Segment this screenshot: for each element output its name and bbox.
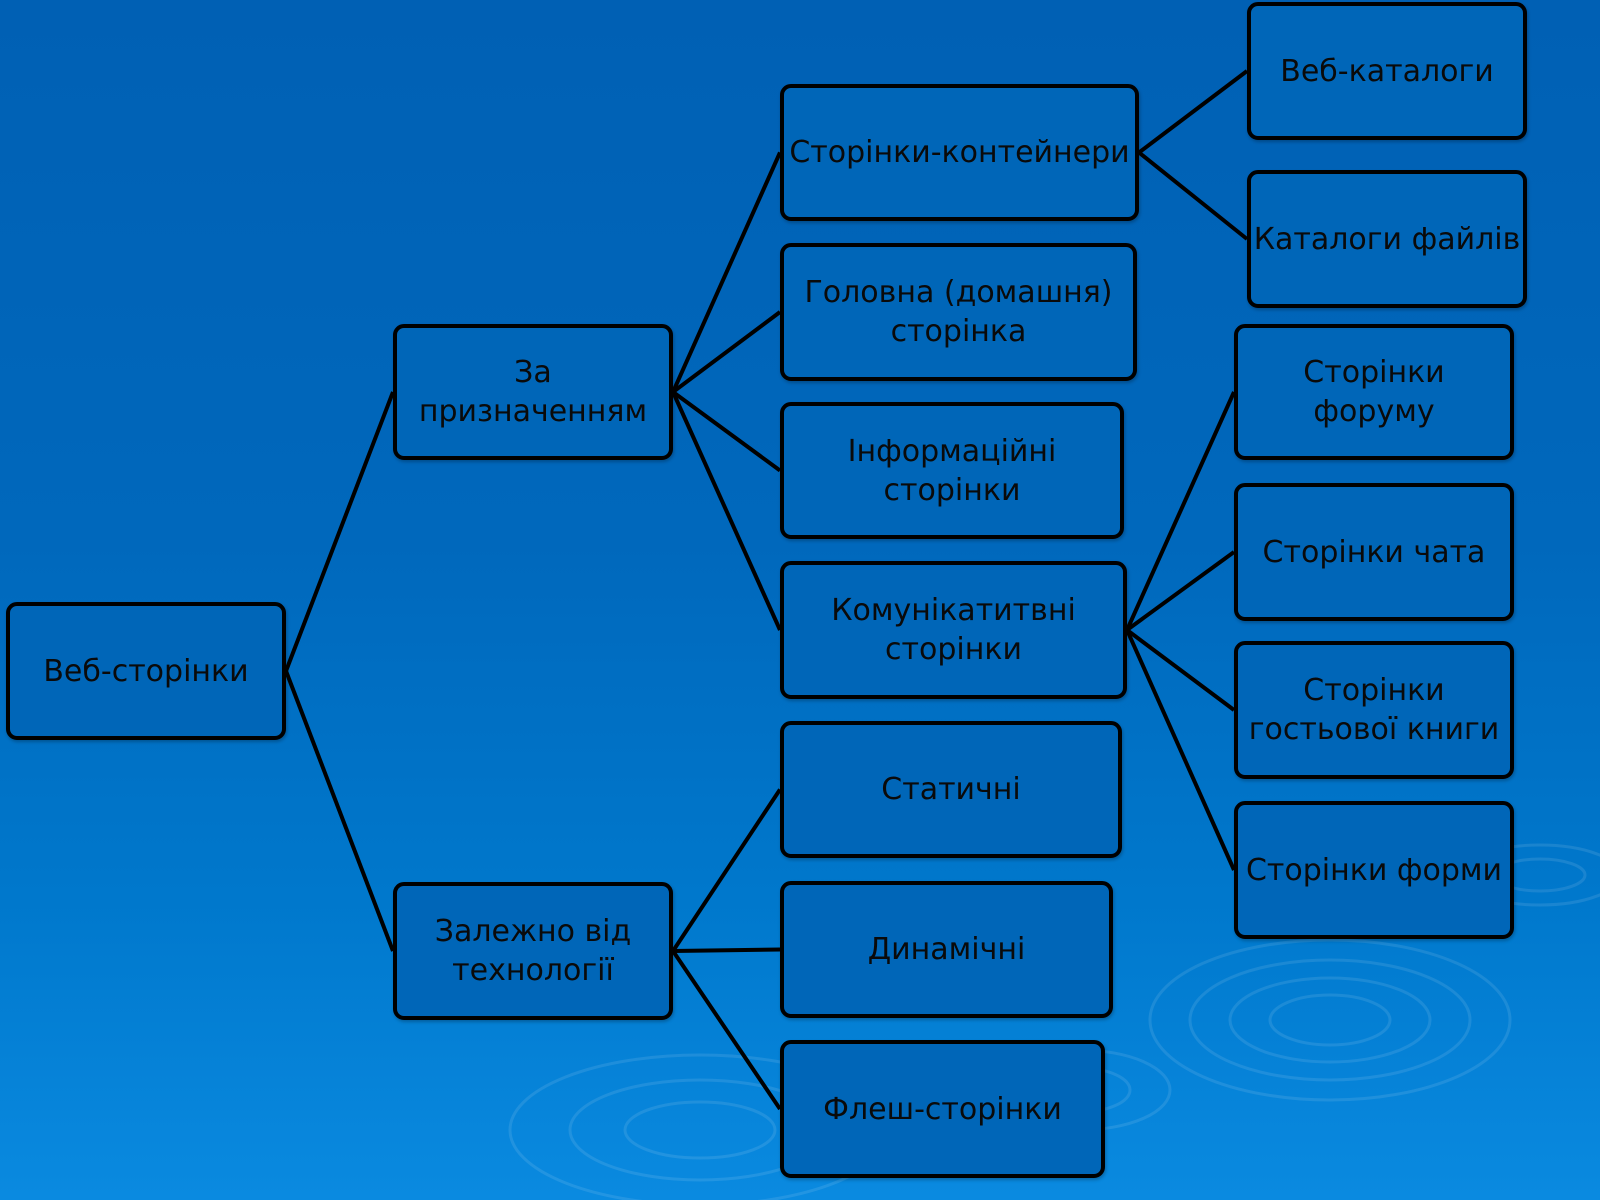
node-label: Сторінки форми [1245, 852, 1503, 888]
node-label: Залежно від технології [434, 914, 632, 988]
node-informational-pages: Інформаційні сторінки [780, 402, 1124, 539]
node-label: Каталоги файлів [1253, 221, 1521, 257]
node-home-page: Головна (домашня) сторінка [780, 243, 1137, 381]
node-web-pages: Веб-сторінки [6, 602, 286, 740]
node-label: Сторінки форуму [1303, 355, 1445, 429]
node-forum-pages: Сторінки форуму [1234, 324, 1514, 460]
connector-line [1137, 150, 1249, 241]
connector-line [671, 391, 782, 631]
node-label: Флеш-сторінки [823, 1091, 1062, 1127]
node-guestbook-pages: Сторінки гостьової книги [1234, 641, 1514, 779]
node-communicative-pages: Комунікатитвні сторінки [780, 561, 1127, 699]
node-label: За призначенням [418, 355, 648, 429]
node-label: Інформаційні сторінки [847, 433, 1057, 508]
node-dynamic: Динамічні [780, 881, 1113, 1018]
connector-line [671, 310, 782, 394]
node-label: Сторінки чата [1262, 534, 1486, 570]
connector-line [671, 390, 782, 473]
node-by-technology: Залежно від технології [393, 882, 673, 1020]
connector-line [284, 670, 395, 952]
node-label: Веб-сторінки [43, 653, 249, 689]
node-label: Сторінки-контейнери [789, 135, 1130, 170]
node-static: Статичні [780, 721, 1122, 858]
node-label: Головна (домашня) сторінка [804, 275, 1113, 349]
connector-line [1125, 550, 1236, 632]
node-web-catalogs: Веб-каталоги [1247, 2, 1527, 140]
node-by-purpose: За призначенням [393, 324, 673, 460]
node-flash-pages: Флеш-сторінки [780, 1040, 1105, 1178]
connector-line [284, 391, 395, 672]
connector-line [671, 151, 782, 393]
node-container-pages: Сторінки-контейнери [780, 84, 1139, 221]
node-label: Сторінки гостьової книги [1248, 673, 1500, 747]
node-label: Веб-каталоги [1280, 53, 1494, 89]
node-label: Статичні [881, 772, 1021, 807]
connector-line [1125, 629, 1236, 871]
connector-line [672, 947, 781, 953]
node-file-catalogs: Каталоги файлів [1247, 170, 1527, 308]
node-label: Динамічні [867, 932, 1026, 967]
connector-line [1137, 69, 1249, 155]
connector-line [671, 949, 782, 1111]
node-label: Комунікатитвні сторінки [831, 593, 1076, 667]
connector-line [1125, 628, 1236, 712]
node-chat-pages: Сторінки чата [1234, 483, 1514, 621]
node-form-pages: Сторінки форми [1234, 801, 1514, 939]
connector-line [1125, 391, 1236, 631]
connector-line [671, 788, 782, 953]
